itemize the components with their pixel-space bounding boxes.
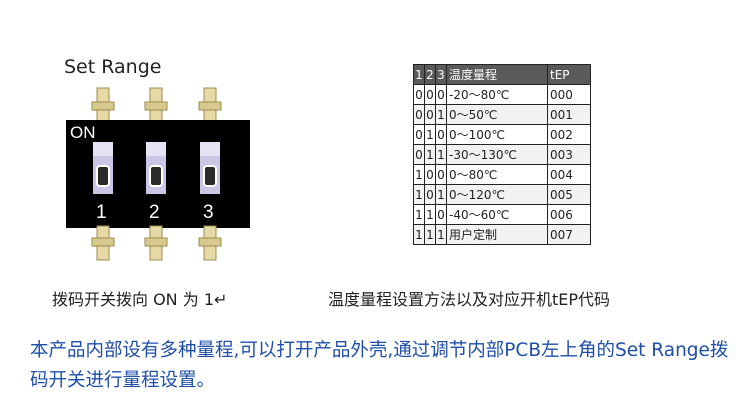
header-bit-1: 1 <box>413 64 425 85</box>
header-bit-2: 2 <box>424 64 436 85</box>
header-bit-3: 3 <box>435 64 447 85</box>
cell-tep: 006 <box>547 204 591 225</box>
cell-bit-3: 0 <box>435 164 447 185</box>
on-label: ON <box>70 123 96 142</box>
cell-range: 0～50℃ <box>446 104 548 125</box>
cell-tep: 005 <box>547 184 591 205</box>
cell-range: 0～80℃ <box>446 164 548 185</box>
cell-bit-1: 1 <box>413 204 425 225</box>
cell-bit-1: 0 <box>413 144 425 165</box>
cell-bit-1: 1 <box>413 184 425 205</box>
cell-range: -40～60℃ <box>446 204 548 225</box>
cell-bit-2: 0 <box>424 184 436 205</box>
cell-bit-3: 1 <box>435 104 447 125</box>
switch-number-3: 3 <box>203 202 214 223</box>
pin-top-3 <box>198 87 222 123</box>
switch-2[interactable] <box>146 142 166 194</box>
cell-tep: 003 <box>547 144 591 165</box>
pin-bottom-1 <box>91 225 115 261</box>
table-caption: 温度量程设置方法以及对应开机tEP代码 <box>328 290 611 309</box>
cell-bit-1: 1 <box>413 224 425 245</box>
top-pins <box>91 87 222 123</box>
cell-range: 用户定制 <box>446 224 548 245</box>
cell-bit-3: 0 <box>435 124 447 145</box>
header-tep: tEP <box>547 64 591 85</box>
switch-caption: 拨码开关拨向 ON 为 1↵ <box>52 290 228 309</box>
cell-bit-2: 0 <box>424 84 436 105</box>
pin-top-1 <box>91 87 115 123</box>
cell-tep: 000 <box>547 84 591 105</box>
cell-bit-2: 1 <box>424 124 436 145</box>
cell-tep: 001 <box>547 104 591 125</box>
cell-bit-3: 1 <box>435 184 447 205</box>
cell-range: 0～120℃ <box>446 184 548 205</box>
table-header-row: 1 2 3 温度量程 tEP <box>413 64 591 85</box>
cell-range: 0～100℃ <box>446 124 548 145</box>
cell-bit-1: 0 <box>413 104 425 125</box>
cell-bit-1: 0 <box>413 124 425 145</box>
cell-bit-3: 0 <box>435 84 447 105</box>
cell-bit-2: 1 <box>424 204 436 225</box>
switch-1[interactable] <box>93 142 113 194</box>
description-text: 本产品内部设有多种量程,可以打开产品外壳,通过调节内部PCB左上角的Set Ra… <box>30 340 729 391</box>
cell-bit-2: 1 <box>424 144 436 165</box>
switch-3[interactable] <box>200 142 220 194</box>
cell-bit-2: 0 <box>424 164 436 185</box>
cell-bit-1: 1 <box>413 164 425 185</box>
cell-bit-3: 0 <box>435 204 447 225</box>
cell-range: -30～130℃ <box>446 144 548 165</box>
pin-bottom-3 <box>198 225 222 261</box>
bottom-pins <box>91 225 222 261</box>
switch-number-1: 1 <box>96 202 107 223</box>
cell-bit-2: 0 <box>424 104 436 125</box>
cell-tep: 004 <box>547 164 591 185</box>
dip-switch-figure: ON 1 2 3 <box>66 87 250 261</box>
cell-bit-3: 1 <box>435 224 447 245</box>
cell-bit-1: 0 <box>413 84 425 105</box>
cell-tep: 002 <box>547 124 591 145</box>
cell-range: -20～80℃ <box>446 84 548 105</box>
pin-bottom-2 <box>144 225 168 261</box>
cell-bit-3: 1 <box>435 144 447 165</box>
cell-bit-2: 1 <box>424 224 436 245</box>
switch-number-2: 2 <box>149 202 160 223</box>
cell-tep: 007 <box>547 224 591 245</box>
pin-top-2 <box>144 87 168 123</box>
set-range-label: Set Range <box>64 56 162 78</box>
header-range: 温度量程 <box>446 64 548 85</box>
